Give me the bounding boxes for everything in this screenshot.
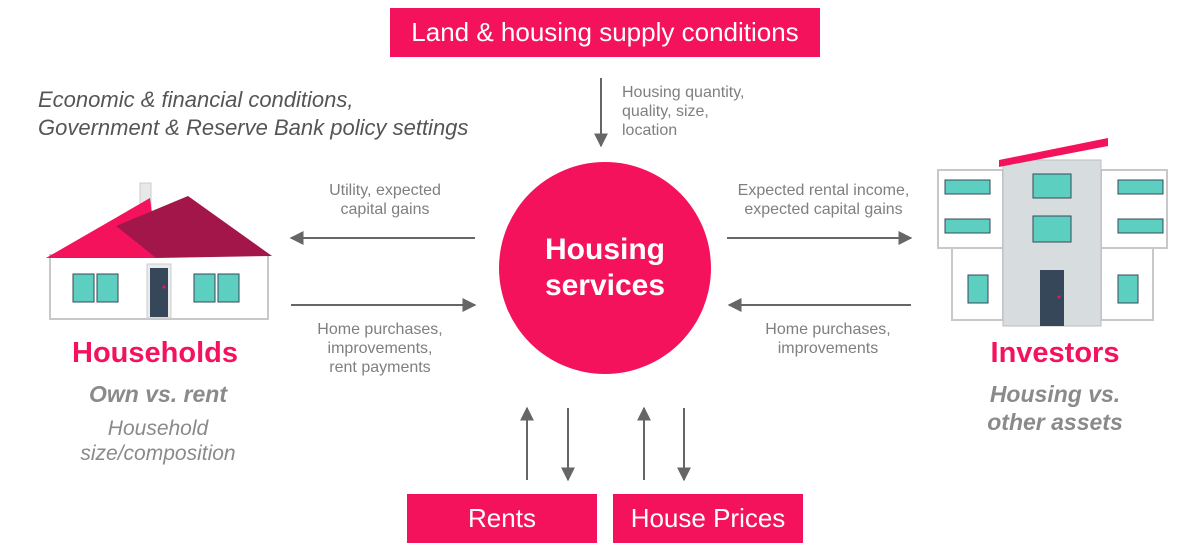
flow-line: expected capital gains bbox=[744, 201, 903, 218]
apartment-building-icon bbox=[937, 138, 1168, 327]
rents-box: Rents bbox=[407, 494, 597, 543]
investors-flow-out-label: Home purchases, improvements bbox=[738, 320, 918, 358]
subtitle-line: other assets bbox=[987, 409, 1123, 435]
households-title: Households bbox=[72, 337, 238, 369]
house-prices-box: House Prices bbox=[613, 494, 803, 543]
households-flow-out-label: Home purchases, improvements, rent payme… bbox=[290, 320, 470, 377]
note-line: size/composition bbox=[80, 442, 236, 465]
flow-line: Expected rental income, bbox=[737, 182, 910, 199]
flow-line: rent payments bbox=[329, 359, 431, 376]
investors-subtitle: Housing vs. other assets bbox=[945, 380, 1165, 436]
households-flow-in-label: Utility, expected capital gains bbox=[300, 181, 470, 219]
supply-flow-line: location bbox=[622, 122, 678, 139]
investors-title: Investors bbox=[990, 337, 1120, 369]
flow-line: Home purchases, bbox=[765, 321, 891, 338]
flow-line: improvements, bbox=[327, 340, 433, 357]
housing-services-node: Housing services bbox=[499, 162, 711, 374]
context-line: Economic & financial conditions, bbox=[38, 87, 354, 112]
context-conditions: Economic & financial conditions, Governm… bbox=[38, 86, 468, 142]
flow-line: capital gains bbox=[340, 201, 430, 218]
supply-flow-label: Housing quantity, quality, size, locatio… bbox=[622, 83, 744, 140]
note-line: Household bbox=[107, 417, 209, 440]
supply-conditions-box: Land & housing supply conditions bbox=[390, 8, 820, 57]
households-note: Household size/composition bbox=[40, 416, 276, 466]
investors-flow-in-label: Expected rental income, expected capital… bbox=[716, 181, 931, 219]
center-label-line: services bbox=[544, 269, 666, 302]
center-label-line: Housing bbox=[545, 233, 665, 266]
households-subtitle: Own vs. rent bbox=[88, 381, 228, 407]
flow-line: Utility, expected bbox=[329, 182, 441, 199]
context-line: Government & Reserve Bank policy setting… bbox=[38, 115, 469, 140]
flow-line: Home purchases, bbox=[317, 321, 443, 338]
house-icon bbox=[46, 182, 272, 320]
supply-flow-line: quality, size, bbox=[622, 103, 709, 120]
subtitle-line: Housing vs. bbox=[989, 381, 1121, 407]
supply-flow-line: Housing quantity, bbox=[622, 84, 745, 101]
flow-line: improvements bbox=[777, 340, 879, 357]
